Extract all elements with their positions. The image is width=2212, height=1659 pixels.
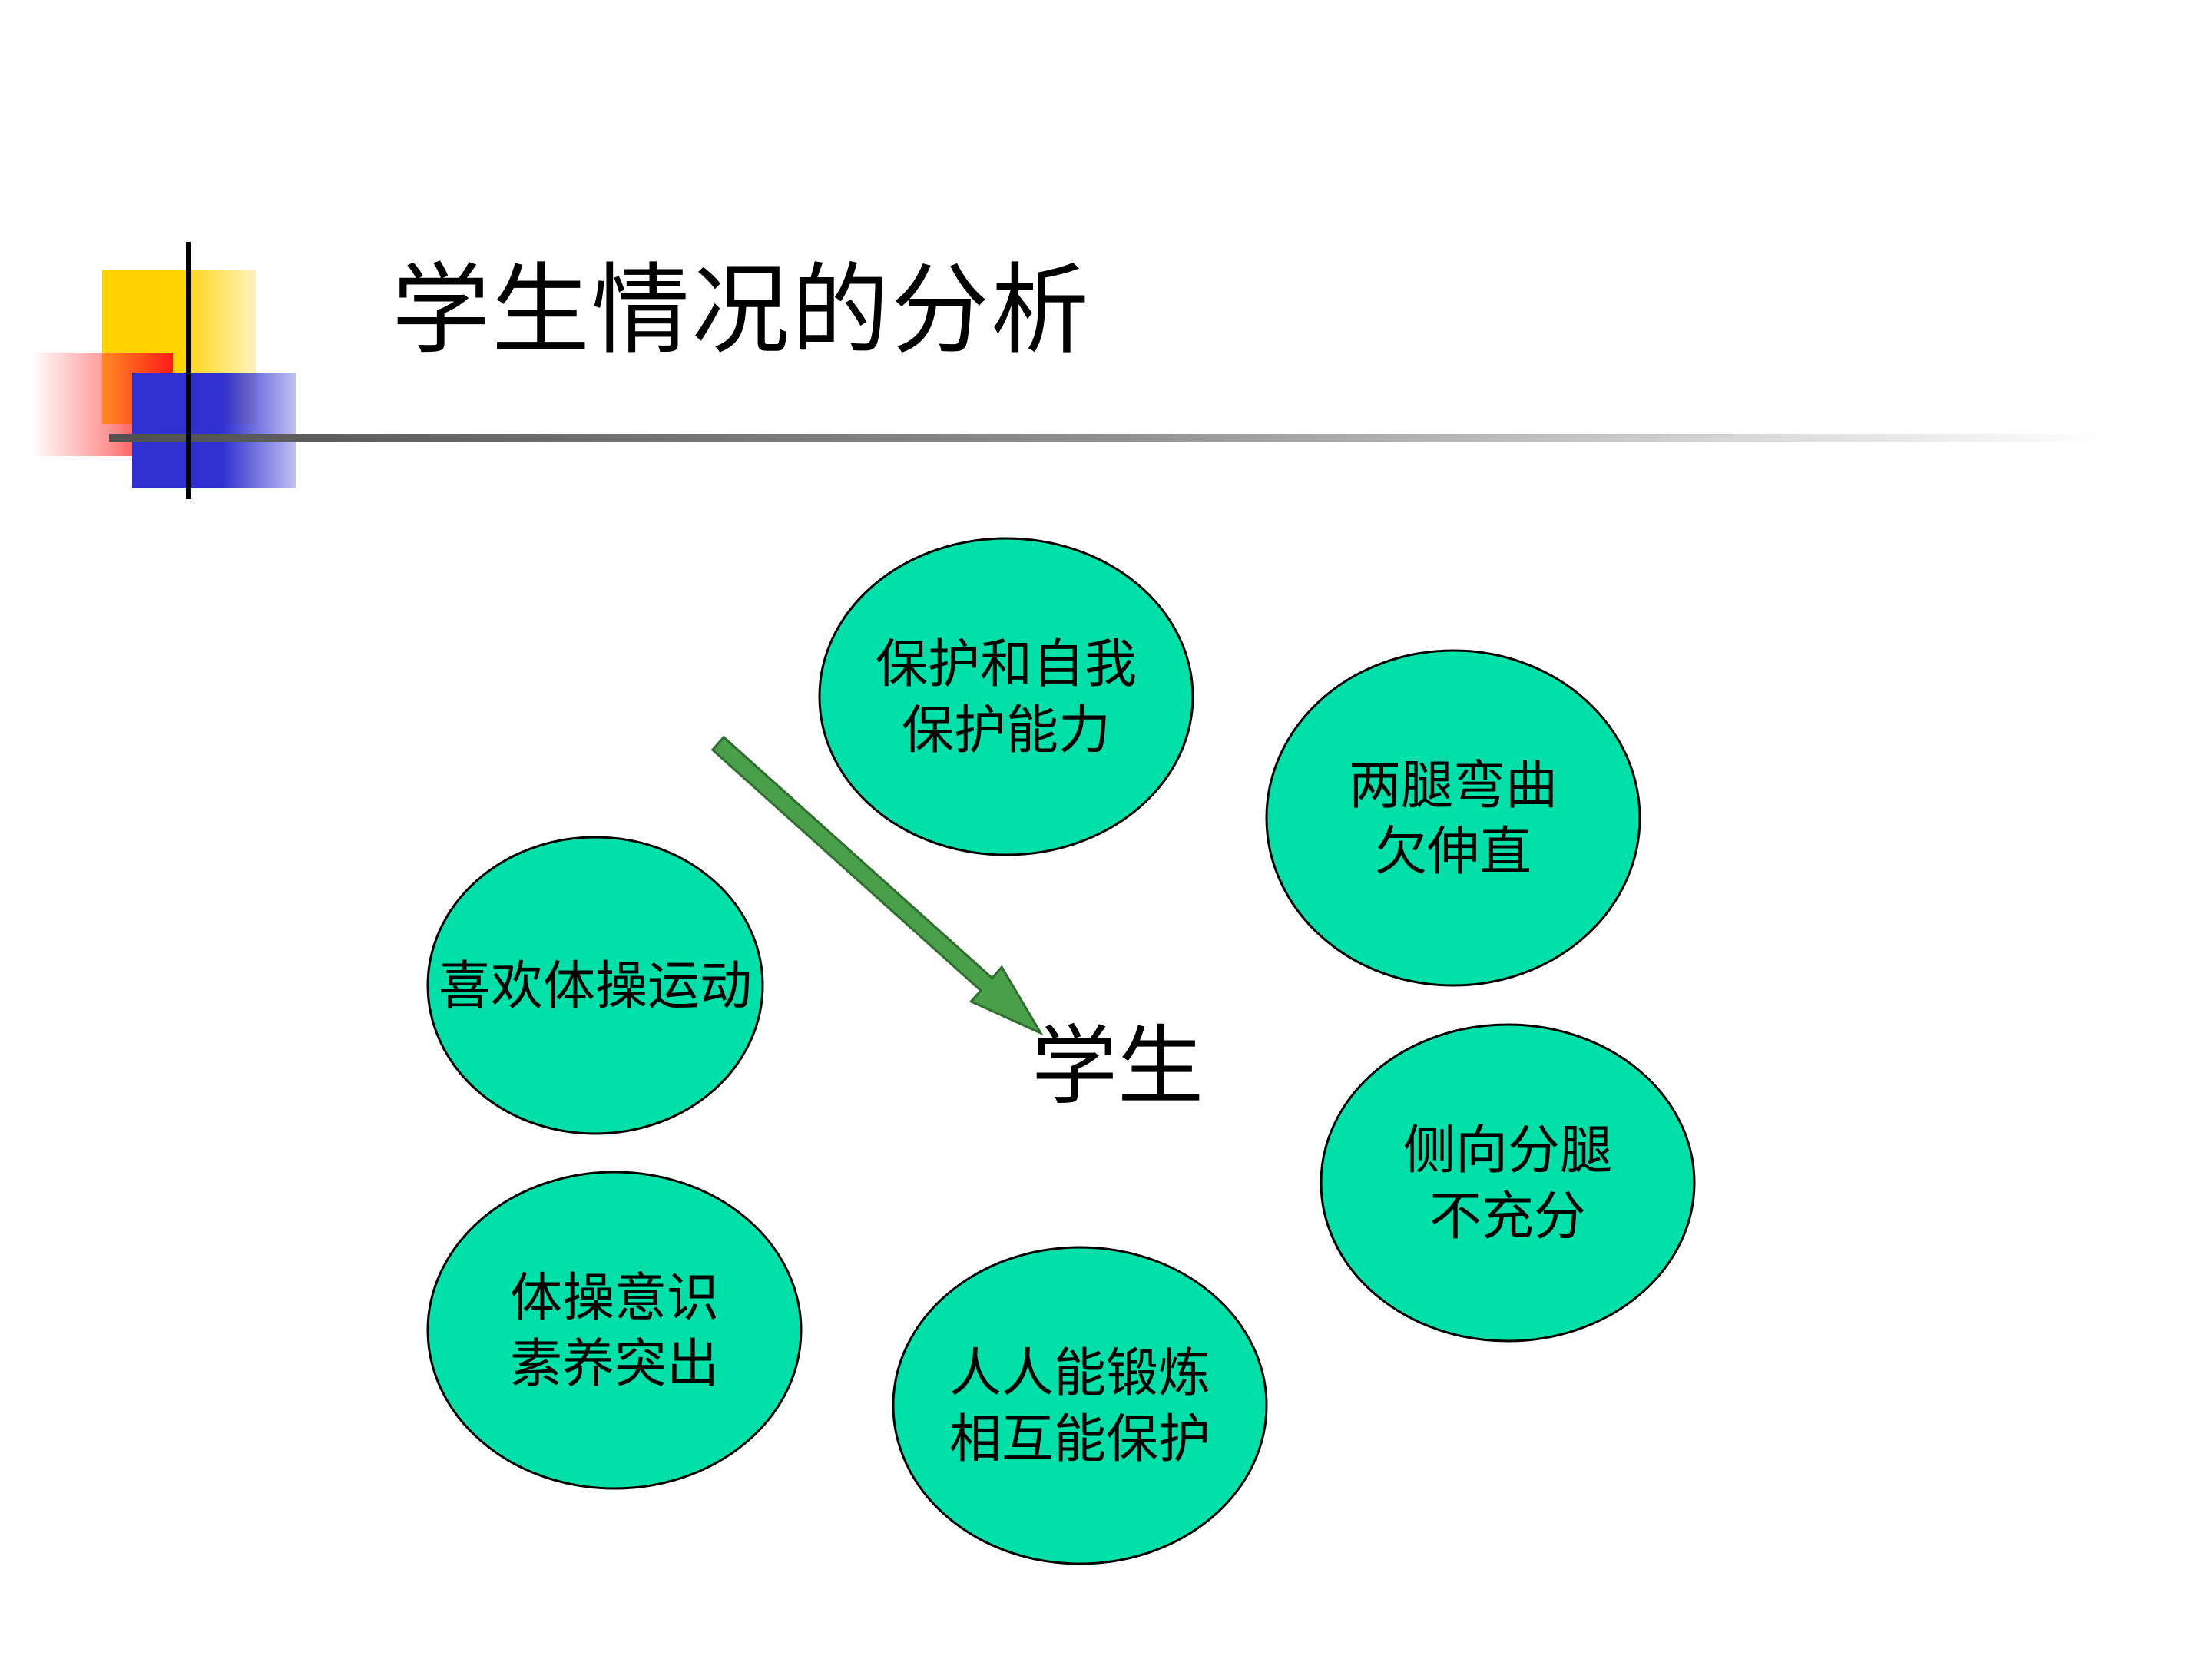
node-label-line: 欠伸直 — [1375, 822, 1532, 882]
node-ellipse — [426, 836, 764, 1135]
node-ellipse — [426, 1171, 803, 1490]
node-label-line: 素养突出 — [510, 1334, 719, 1395]
nodes-layer: 保护和自我保护能力两腿弯曲欠伸直喜欢体操运动侧向分腿不充分体操意识素养突出人人能… — [426, 537, 1696, 1565]
page-title: 学生情况的分析 — [392, 253, 1091, 368]
node-label-line: 侧向分腿 — [1403, 1121, 1612, 1181]
node-ellipse — [1320, 1023, 1696, 1343]
node-label-line: 保护能力 — [902, 700, 1111, 761]
title-underline — [109, 434, 2106, 442]
node-label-line: 人人能锻炼 — [949, 1343, 1210, 1404]
node-ellipse — [1265, 649, 1641, 987]
node-ellipse — [892, 1246, 1268, 1565]
node-label-line: 体操意识 — [510, 1268, 719, 1329]
decor-vertical-line — [186, 242, 191, 499]
node-likes-gymnastics: 喜欢体操运动 — [426, 836, 764, 1135]
decor-blue-square — [132, 373, 296, 488]
node-label-line: 两腿弯曲 — [1349, 756, 1558, 816]
node-label-line: 不充分 — [1429, 1187, 1586, 1247]
arrow-layer — [710, 735, 1044, 1036]
center-label: 学生 — [1031, 1017, 1204, 1117]
node-label-line: 相互能保护 — [949, 1409, 1210, 1470]
node-label-line: 保护和自我 — [876, 634, 1137, 695]
arrow-to-center — [710, 735, 1044, 1036]
node-label-line: 喜欢体操运动 — [439, 956, 752, 1017]
node-ellipse — [818, 537, 1194, 856]
